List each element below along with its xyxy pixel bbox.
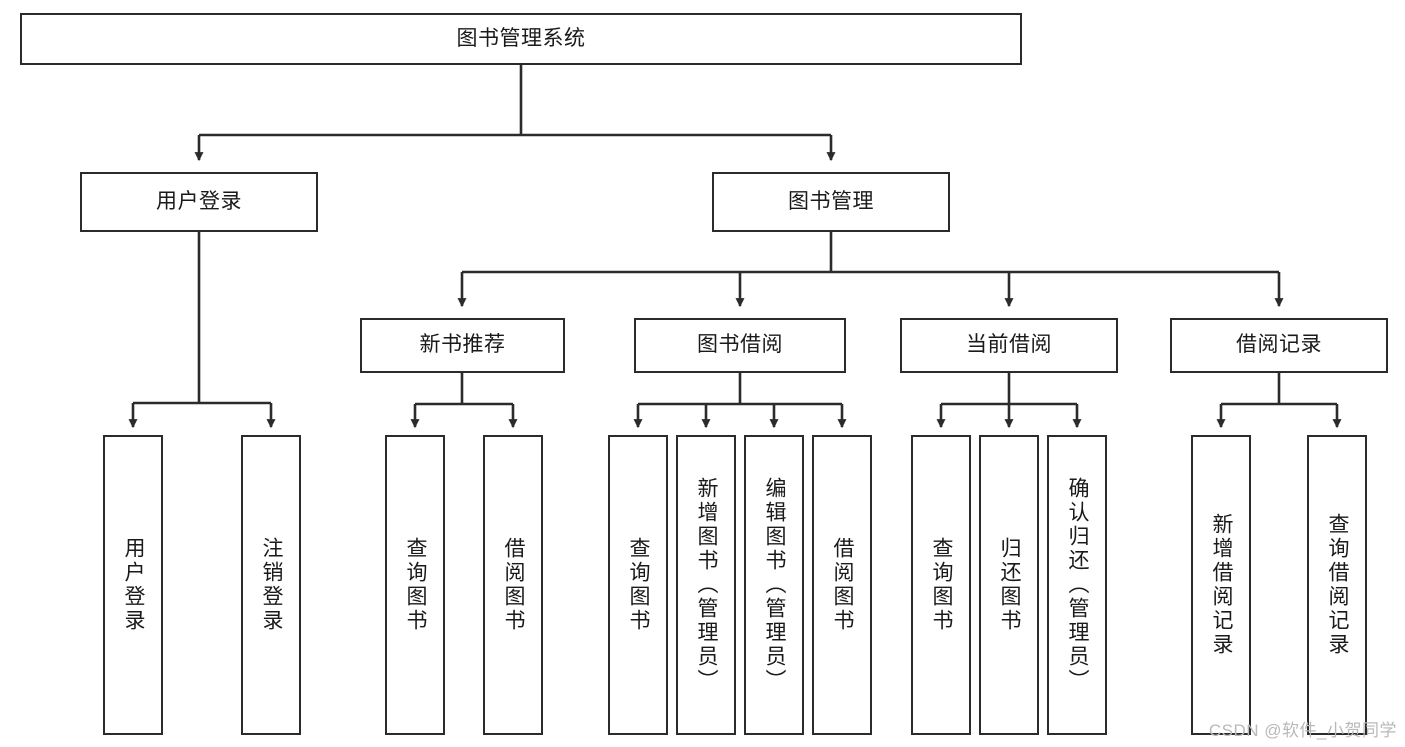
leaf-confirm-return-label: 确认归还（管理员） — [1066, 477, 1090, 693]
leaf-confirm-return[interactable]: 确认归还（管理员） — [1047, 435, 1107, 735]
leaf-user-login-label: 用户登录 — [122, 537, 146, 633]
node-user-login-label: 用户登录 — [156, 189, 242, 213]
leaf-query-book-3-label: 查询图书 — [930, 537, 954, 633]
leaf-query-book-2-label: 查询图书 — [627, 537, 651, 633]
leaf-borrow-book-1[interactable]: 借阅图书 — [483, 435, 543, 735]
leaf-user-logout-label: 注销登录 — [260, 537, 284, 633]
leaf-edit-book[interactable]: 编辑图书（管理员） — [744, 435, 804, 735]
node-user-login[interactable]: 用户登录 — [80, 172, 318, 232]
node-new-book-rec[interactable]: 新书推荐 — [360, 318, 565, 373]
leaf-add-book-label: 新增图书（管理员） — [695, 477, 719, 693]
node-new-book-rec-label: 新书推荐 — [419, 333, 506, 357]
node-current-borrow-label: 当前借阅 — [966, 333, 1052, 357]
leaf-add-record-label: 新增借阅记录 — [1210, 513, 1234, 657]
leaf-borrow-book-2[interactable]: 借阅图书 — [812, 435, 872, 735]
node-book-manage-label: 图书管理 — [788, 189, 874, 213]
leaf-query-book-2[interactable]: 查询图书 — [608, 435, 668, 735]
leaf-query-record-label: 查询借阅记录 — [1326, 513, 1350, 657]
node-root[interactable]: 图书管理系统 — [20, 13, 1022, 65]
node-book-borrow[interactable]: 图书借阅 — [634, 318, 846, 373]
node-borrow-record[interactable]: 借阅记录 — [1170, 318, 1388, 373]
leaf-add-book[interactable]: 新增图书（管理员） — [676, 435, 736, 735]
node-book-manage[interactable]: 图书管理 — [712, 172, 950, 232]
leaf-query-book-1[interactable]: 查询图书 — [385, 435, 445, 735]
leaf-query-book-3[interactable]: 查询图书 — [911, 435, 971, 735]
leaf-borrow-book-2-label: 借阅图书 — [831, 537, 855, 633]
leaf-query-record[interactable]: 查询借阅记录 — [1307, 435, 1367, 735]
node-book-borrow-label: 图书借阅 — [697, 333, 783, 357]
watermark: CSDN @软件_小贺同学 — [1208, 721, 1397, 740]
node-current-borrow[interactable]: 当前借阅 — [900, 318, 1118, 373]
leaf-user-login[interactable]: 用户登录 — [103, 435, 163, 735]
leaf-add-record[interactable]: 新增借阅记录 — [1191, 435, 1251, 735]
leaf-user-logout[interactable]: 注销登录 — [241, 435, 301, 735]
leaf-return-book-label: 归还图书 — [998, 537, 1022, 633]
leaf-edit-book-label: 编辑图书（管理员） — [763, 477, 787, 693]
leaf-query-book-1-label: 查询图书 — [404, 537, 428, 633]
node-root-label: 图书管理系统 — [456, 26, 586, 50]
leaf-borrow-book-1-label: 借阅图书 — [502, 537, 526, 633]
leaf-return-book[interactable]: 归还图书 — [979, 435, 1039, 735]
node-borrow-record-label: 借阅记录 — [1236, 333, 1322, 357]
